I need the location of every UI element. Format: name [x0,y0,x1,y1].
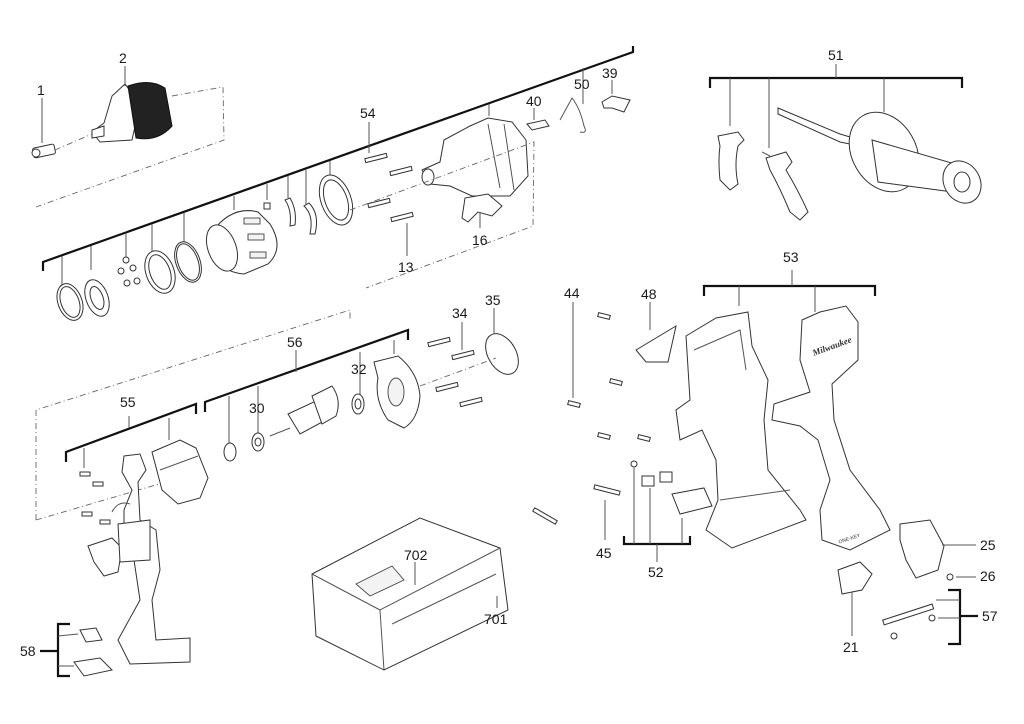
callout-55: 55 [120,394,136,410]
part-balls[interactable] [117,256,141,287]
callout-21: 21 [843,639,859,655]
part-switch-electronics[interactable] [87,453,191,665]
part-pinion-gear[interactable] [223,442,237,462]
callout-54: 54 [360,105,376,121]
part-48-nameplate[interactable] [635,324,677,363]
part-stator[interactable] [151,439,209,505]
callout-58: 58 [20,643,36,659]
callout-56: 56 [287,334,303,350]
callout-16: 16 [472,232,488,248]
part-26-screw[interactable] [946,573,954,581]
callout-1: 1 [37,82,45,98]
part-58-switch-button-bottom[interactable] [73,657,114,677]
callout-26: 26 [980,568,996,584]
callout-40: 40 [526,93,542,109]
part-701-carrying-case[interactable] [311,517,509,671]
callout-45: 45 [596,545,612,561]
part-16-shift-slider[interactable] [461,193,503,223]
callout-35: 35 [485,292,501,308]
part-52-battery-latch[interactable] [671,487,713,515]
part-57-bit-holder-kit[interactable] [882,603,936,640]
callout-13: 13 [398,259,414,275]
callout-51: 51 [828,47,844,63]
part-39-speed-selector[interactable] [601,95,631,113]
callout-57: 57 [982,608,998,624]
part-2-keyless-chuck[interactable] [91,82,173,143]
callout-52: 52 [648,564,664,580]
part-51-clamp-right[interactable] [761,151,809,221]
part-1-bit-holder[interactable] [31,143,56,159]
callout-2: 2 [119,50,127,66]
part-rotor[interactable] [269,385,339,437]
callout-53: 53 [783,249,799,265]
callout-50: 50 [574,76,590,92]
part-housing-screws[interactable] [532,312,651,525]
part-spring-clip-a[interactable] [284,197,296,227]
callout-30: 30 [249,400,265,416]
part-50-wire-spring[interactable] [559,97,586,133]
callout-39: 39 [602,65,618,81]
part-34-screws[interactable] [427,336,483,408]
part-motor-end-plate[interactable] [373,355,421,429]
part-52-clips[interactable] [641,471,673,487]
part-13-screws[interactable] [364,152,414,223]
part-o-ring[interactable] [170,238,207,286]
part-53-housing-left[interactable] [675,311,807,549]
part-52-screw[interactable] [630,460,638,468]
part-gearbox[interactable] [421,117,529,197]
part-spring-clip-b[interactable] [303,202,317,235]
part-21-cover[interactable] [837,561,873,595]
callout-702: 702 [404,547,428,563]
part-thrust-washer[interactable] [80,276,114,319]
part-40-spring-plate[interactable] [526,119,550,131]
part-51-side-handle[interactable] [777,100,989,210]
part-58-switch-button-top[interactable] [79,627,103,643]
part-stator-screws[interactable] [79,471,111,525]
part-25-belt-clip-mount[interactable] [899,519,945,579]
part-ring-gear-housing[interactable] [201,210,278,276]
part-32-bearing[interactable] [351,393,365,415]
callout-32: 32 [351,361,367,377]
callout-44: 44 [564,285,580,301]
part-clutch-ring[interactable] [139,247,180,298]
callout-701: 701 [484,611,508,627]
part-bearing-ring[interactable] [313,170,359,229]
part-retaining-ring-a[interactable] [52,280,88,324]
part-51-clamp-left[interactable] [717,131,745,191]
callout-25: 25 [980,537,996,553]
part-35-sensor-plate[interactable] [479,328,525,380]
part-30-bearing[interactable] [251,432,265,452]
callout-48: 48 [641,286,657,302]
part-small-pin[interactable] [263,202,271,210]
callout-34: 34 [452,305,468,321]
part-53-housing-right[interactable]: Milwaukee ONE-KEY [771,305,891,551]
